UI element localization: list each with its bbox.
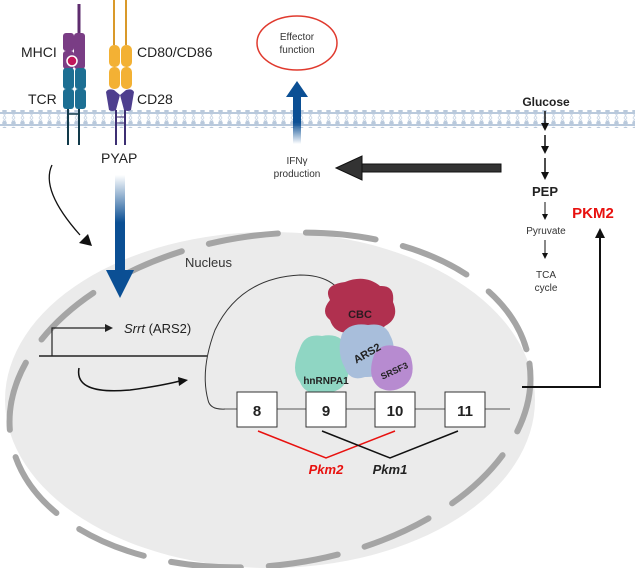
srrt-gene-name: Srrt: [124, 321, 146, 336]
pkm2-translation-arrow: [522, 228, 605, 388]
pkm2-isoform-label: Pkm2: [309, 462, 344, 477]
glycolysis-to-ifng-arrow: [334, 155, 502, 181]
expression-arrow: [77, 367, 181, 392]
exon-number: 8: [253, 403, 261, 420]
cbc-protein: [325, 278, 396, 335]
tcr-domain: [63, 68, 74, 89]
hnrnpa1-label: hnRNPA1: [303, 376, 349, 387]
cell-membrane: [0, 110, 635, 128]
cd28-signal-arrow: [106, 175, 134, 298]
cd80-cd28-complex: [106, 0, 134, 145]
exon-number: 9: [322, 403, 330, 420]
cd80-domain: [121, 67, 132, 89]
effector-function-node: [256, 15, 338, 71]
exon-number: 11: [457, 403, 473, 420]
pkm2-splice-line: [257, 430, 396, 459]
srrt-gene: [39, 324, 207, 357]
arrowhead-icon: [178, 377, 188, 386]
pyruvate-label: Pyruvate: [526, 226, 566, 237]
cd80-domain: [109, 45, 120, 67]
mhci-label: MHCI: [21, 44, 57, 60]
hnrnpa1-protein: [295, 335, 352, 394]
arrowhead-icon: [79, 234, 92, 246]
effector-line1: Effector: [280, 32, 315, 43]
glycolysis-arrows: [541, 111, 549, 180]
peptide-icon: [66, 55, 78, 67]
ifng-to-effector-arrow: [286, 81, 308, 144]
srsf3-protein: [371, 345, 413, 391]
pep-to-pyruvate-arrow: [542, 202, 548, 220]
pkm2-protein-label: PKM2: [572, 205, 614, 222]
effector-line2: function: [279, 45, 314, 56]
nucleus: [5, 229, 535, 568]
ifng-line1: IFNγ: [286, 156, 307, 167]
cd80-domain: [121, 45, 132, 67]
exon-10: 10: [374, 391, 416, 428]
glucose-label: Glucose: [522, 95, 570, 109]
pkm1-isoform-label: Pkm1: [373, 462, 408, 477]
tcr-label: TCR: [28, 91, 57, 107]
srrt-protein-name: (ARS2): [145, 321, 191, 336]
tcr-domain: [75, 68, 86, 89]
pyap-label: PYAP: [101, 150, 137, 166]
exon-11: 11: [444, 391, 486, 428]
nucleus-label: Nucleus: [185, 255, 232, 270]
tcr-domain: [75, 89, 86, 109]
ifng-line2: production: [274, 169, 321, 180]
mhci-tcr-complex: [63, 4, 86, 145]
pep-label: PEP: [532, 184, 558, 199]
cd80-domain: [109, 67, 120, 89]
protein-complex: [295, 278, 413, 394]
pyruvate-to-tca-arrow: [542, 240, 548, 259]
tcr-domain: [63, 89, 74, 109]
cd80-cd86-label: CD80/CD86: [137, 44, 213, 60]
srrt-gene-label: Srrt (ARS2): [124, 321, 191, 336]
pkm1-splice-line: [321, 430, 459, 459]
tca-line2: cycle: [535, 283, 558, 294]
cd28-domain: [106, 89, 120, 111]
tcr-signal-arrow: [48, 164, 81, 236]
pre-mrna-strand: [204, 274, 346, 410]
cbc-label: CBC: [348, 309, 372, 321]
cd28-domain: [120, 89, 134, 111]
exon-8: 8: [236, 391, 278, 428]
exon-9: 9: [305, 391, 347, 428]
mhci-domain: [63, 33, 74, 51]
tca-line1: TCA: [536, 270, 556, 281]
promoter-arrow-icon: [105, 324, 113, 332]
exon-number: 10: [387, 403, 404, 420]
cd28-label: CD28: [137, 91, 173, 107]
